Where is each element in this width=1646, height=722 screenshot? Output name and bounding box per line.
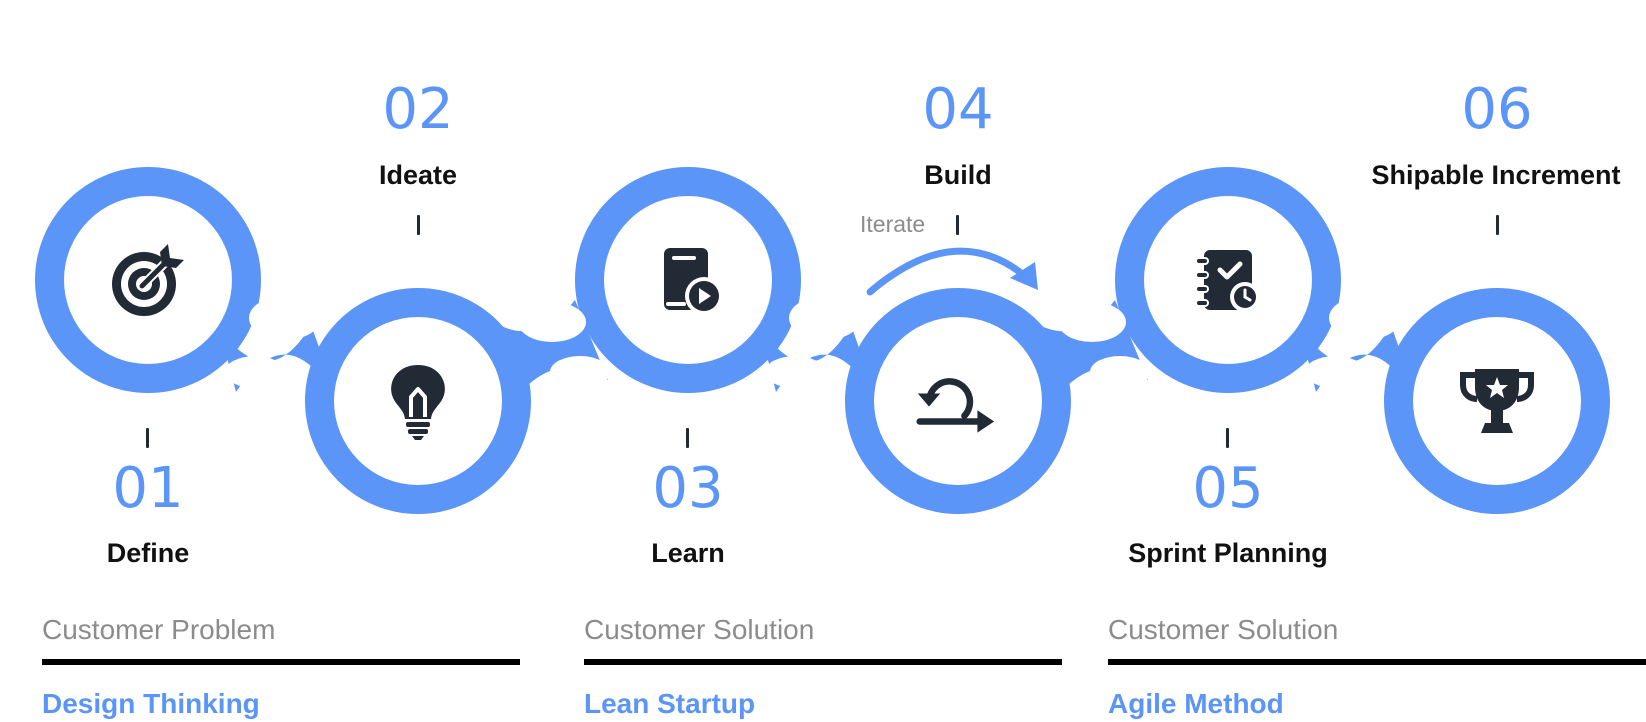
iterate-loop-icon <box>916 378 995 433</box>
step-02-label: Ideate <box>378 160 458 190</box>
step-06-number: 06 <box>1461 77 1533 142</box>
step-01-label: Define <box>106 538 190 568</box>
group-design-subtitle: Customer Problem <box>42 614 276 645</box>
step-05-label: Sprint Planning <box>1128 538 1328 568</box>
step-04-label: Build <box>924 160 992 190</box>
step-04-tick <box>956 215 959 235</box>
tablet-play-icon <box>664 248 723 315</box>
step-01-tick <box>146 428 149 448</box>
group-lean-title: Lean Startup <box>584 688 756 719</box>
group-design-title: Design Thinking <box>42 688 260 719</box>
lightbulb-icon <box>391 365 445 440</box>
step-01-number: 01 <box>112 456 184 521</box>
trophy-star-icon <box>1460 369 1534 433</box>
step-03-tick <box>686 428 689 448</box>
step-05-tick <box>1226 428 1229 448</box>
step-04-number: 04 <box>922 77 994 142</box>
iterate-arrow <box>866 247 1037 296</box>
step-06-label: Shipable Increment <box>1371 160 1621 190</box>
group-agile-subtitle: Customer Solution <box>1108 614 1339 645</box>
group-lean-rule <box>584 659 1062 665</box>
group-agile-title: Agile Method <box>1108 688 1284 719</box>
step-06-tick <box>1496 215 1499 235</box>
step-03-label: Learn <box>651 538 725 568</box>
step-02-number: 02 <box>382 77 454 142</box>
group-design-rule <box>42 659 520 665</box>
step-03-number: 03 <box>652 456 724 521</box>
step-02-tick <box>417 215 420 235</box>
group-lean-subtitle: Customer Solution <box>584 614 815 645</box>
target-arrow-icon <box>112 244 184 316</box>
group-agile-rule <box>1108 659 1646 665</box>
step-05-number: 05 <box>1192 456 1264 521</box>
iterate-label: Iterate <box>860 211 926 237</box>
notebook-clock-icon <box>1195 250 1260 312</box>
